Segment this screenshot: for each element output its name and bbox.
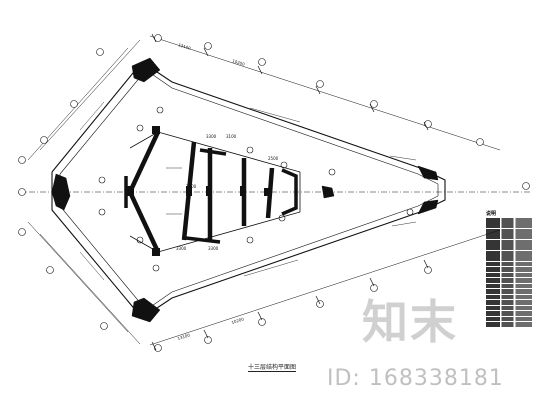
legend-row [486,256,532,261]
legend-row [486,311,532,316]
core-columns [126,126,270,256]
legend-row [486,267,532,272]
dimension-ticks [151,33,429,351]
dim-label-6: 3100 [226,134,237,139]
legend-row [486,294,532,300]
grid-axis-bubbles [18,34,530,352]
legend-row [486,305,532,311]
legend-row [486,278,532,283]
legend-row [486,234,532,240]
legend-row [486,316,532,322]
annotation-marks [79,101,417,281]
drawing-notes-table: 说明 [486,210,532,328]
dimension-text: 13100 10200 13100 10200 3300 3100 3500 2… [176,42,279,341]
watermark-id: ID: 168338181 [327,366,504,391]
legend-row [486,300,532,305]
legend-title: 说明 [486,211,497,217]
drawing-caption: 十三层结构平面图 [248,364,297,372]
legend-row [486,250,532,256]
dim-label-9: 3300 [176,246,187,251]
legend-row [486,245,532,251]
legend-row [486,218,532,223]
dim-label-7: 3500 [186,184,197,189]
legend-row [486,322,532,327]
dim-label-2: 10200 [232,58,246,67]
dim-label-4: 10200 [231,316,245,325]
legend-row [486,261,532,267]
legend-row [486,228,532,234]
legend-row [486,239,532,245]
legend-row [486,223,532,229]
watermark-logo: 知末 [362,295,458,349]
dim-label-5: 3300 [206,134,217,139]
dim-label-10: 3300 [208,246,219,251]
corner-columns [51,57,439,323]
legend-row [486,283,532,289]
legend-row [486,272,532,278]
legend-row [486,289,532,294]
dim-label-3: 13100 [177,332,191,341]
dim-label-1: 13100 [178,42,192,51]
dim-label-8: 2500 [268,156,279,161]
outer-boundary [51,61,446,319]
